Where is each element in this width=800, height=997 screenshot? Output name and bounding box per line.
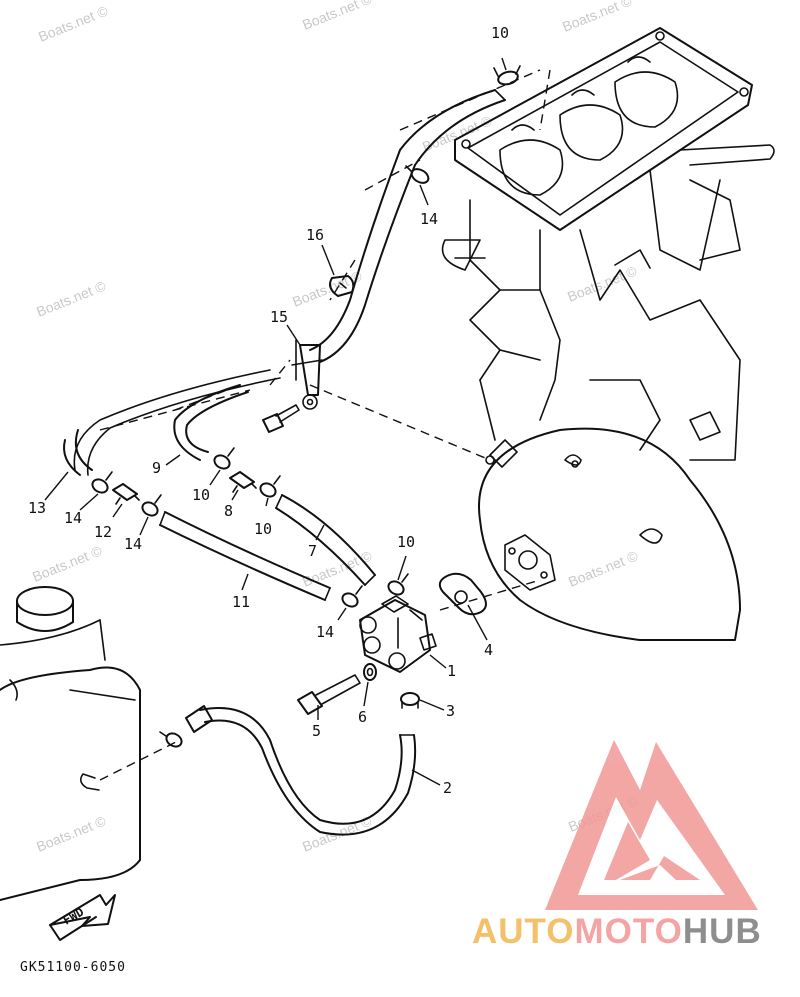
callout-10: 10 <box>397 533 415 551</box>
forward-arrow: FWD <box>49 894 116 941</box>
callout-11: 11 <box>232 593 250 611</box>
callout-14: 14 <box>316 623 334 641</box>
callout-10: 10 <box>491 24 509 42</box>
callout-8: 8 <box>224 502 233 520</box>
automotohub-logo <box>545 740 758 910</box>
callout-2: 2 <box>443 779 452 797</box>
callout-10: 10 <box>254 520 272 538</box>
callout-14: 14 <box>64 509 82 527</box>
fuel-cock-valve <box>359 595 437 673</box>
callout-6: 6 <box>358 708 367 726</box>
fuel-filter <box>112 471 257 505</box>
brand-part-moto: MOTO <box>574 912 683 951</box>
callout-3: 3 <box>446 702 455 720</box>
callout-14: 14 <box>124 535 142 553</box>
hose-clamp <box>91 447 409 748</box>
callout-4: 4 <box>484 641 493 659</box>
washer <box>363 663 377 681</box>
callout-5: 5 <box>312 722 321 740</box>
bracket-15 <box>262 339 323 433</box>
callout-9: 9 <box>152 459 161 477</box>
callout-14: 14 <box>420 210 438 228</box>
brand-part-hub: HUB <box>682 912 762 951</box>
fuel-tank <box>0 586 141 901</box>
callout-1: 1 <box>447 662 456 680</box>
callout-12: 12 <box>94 523 112 541</box>
engine-block <box>441 27 775 641</box>
diagram-code: GK51100-6050 <box>20 960 126 975</box>
brand-wordmark: AUTOMOTOHUB <box>472 912 762 952</box>
callout-7: 7 <box>308 542 317 560</box>
callouts: 1 2 3 4 5 6 7 8 9 10 10 10 10 1 <box>28 24 509 797</box>
callout-13: 13 <box>28 499 46 517</box>
bolt <box>297 674 361 715</box>
callout-10: 10 <box>192 486 210 504</box>
brand-part-auto: AUTO <box>472 912 575 951</box>
callout-16: 16 <box>306 226 324 244</box>
callout-15: 15 <box>270 308 288 326</box>
clip-16 <box>329 275 355 297</box>
hose-clamp <box>405 65 521 184</box>
clip <box>400 692 420 706</box>
